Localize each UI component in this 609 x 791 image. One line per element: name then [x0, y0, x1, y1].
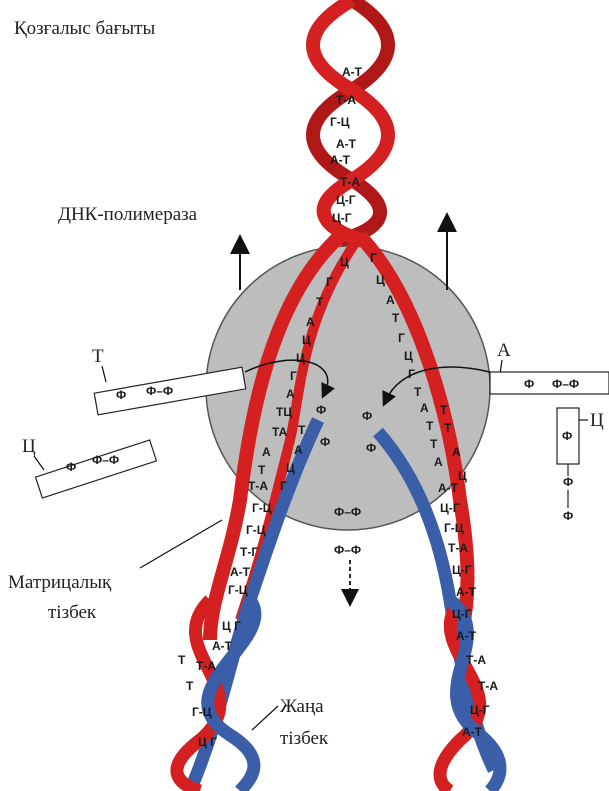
right-fork-base-7: Т: [414, 385, 422, 399]
right-fork-partner-0: Ф: [362, 409, 372, 423]
right-lower-pair-1: Ц-Г: [440, 501, 460, 515]
left-fork-base-9: ТА: [272, 425, 288, 439]
left-fork-base-3: А: [306, 315, 315, 329]
left-bottom-pair-0: Ц Г: [222, 619, 241, 633]
left-fork-partner-4: Ц: [286, 461, 295, 475]
right-fork-base-2: А: [386, 293, 395, 307]
nucleotide-t-phosphate-1: Ф: [116, 388, 126, 402]
left-fork-base-1: Г: [326, 275, 333, 289]
nucleotide-c-left-phosphate-chain: Ф–Ф: [92, 453, 119, 467]
right-bottom-pair-2: Т-А: [466, 653, 486, 667]
nucleotide-a-box: [490, 372, 609, 394]
right-fork-partner-3: Т: [444, 421, 452, 435]
nucleotide-t-label: Т: [92, 346, 104, 367]
left-fork-base-6: Г: [290, 369, 297, 383]
template-strand-label-line2: тізбек: [48, 602, 97, 623]
left-fork-partner-5: Г: [280, 479, 287, 493]
right-fork-base-1: Ц: [376, 273, 385, 287]
right-fork-partner-1: Ф: [366, 441, 376, 455]
left-lower-pair-0: Т-А: [248, 479, 268, 493]
new-strand-pointer: [252, 706, 278, 730]
nucleotide-a-label: А: [497, 340, 511, 361]
left-lower-pair-4: А-Т: [230, 565, 251, 579]
left-lower-pair-5: Г-Ц: [228, 583, 248, 597]
left-bottom-pair-4: Т: [186, 679, 194, 693]
top-pair-4: А-Т: [330, 153, 351, 167]
left-fork-base-0: Ц: [340, 255, 349, 269]
left-fork-base-4: Ц: [302, 333, 311, 347]
nucleotide-a-phosphate-1: Ф: [524, 377, 534, 391]
right-fork-partner-5: Ц: [458, 469, 467, 483]
incoming-nucleotide-c-left: Ц Ф Ф–Ф: [22, 436, 156, 498]
right-bottom-pair-5: А-Т: [462, 725, 483, 739]
nucleotide-c-right-phosphate-1: Ф: [562, 429, 572, 443]
polymerase-label: ДНК-полимераза: [58, 204, 198, 225]
right-lower-pair-3: Т-А: [448, 541, 468, 555]
released-phosphates-2: Ф–Ф: [334, 543, 361, 557]
right-fork-partner-4: А: [452, 445, 461, 459]
right-lower-pair-5: А-Т: [456, 585, 477, 599]
new-strand-label-line1: Жаңа: [280, 696, 324, 717]
template-strand-label-line1: Матрицалық: [8, 572, 112, 593]
top-pair-1: Т-А: [336, 93, 356, 107]
right-lower-pair-4: Ц-Г: [452, 563, 472, 577]
top-pair-7: Ц-Г: [332, 211, 352, 225]
right-bottom-pair-1: А-Т: [456, 629, 477, 643]
right-bottom-pair-4: Ц-Г: [470, 703, 490, 717]
top-pair-5: Т-А: [340, 175, 360, 189]
left-fork-base-8: ТЦ: [276, 405, 292, 419]
left-bottom-pair-1: А-Т: [212, 639, 233, 653]
right-fork-base-4: Г: [398, 331, 405, 345]
left-fork-base-10: А: [262, 445, 271, 459]
top-pair-2: Г-Ц: [330, 115, 350, 129]
nucleotide-c-left-phosphate-1: Ф: [66, 460, 76, 474]
left-lower-pair-1: Г-Ц: [252, 501, 272, 515]
left-fork-base-2: Т: [316, 295, 324, 309]
left-fork-partner-3: А: [294, 443, 303, 457]
left-lower-pair-3: Т-Г: [240, 545, 258, 559]
right-fork-base-5: Ц: [404, 349, 413, 363]
template-strand-pointer: [140, 520, 222, 568]
top-pair-3: А-Т: [336, 137, 357, 151]
right-fork-partner-2: Т: [440, 403, 448, 417]
nucleotide-a-phosphate-chain: Ф–Ф: [552, 377, 579, 391]
left-fork-base-7: А: [286, 387, 295, 401]
nucleotide-t-phosphate-chain: Ф–Ф: [146, 384, 173, 398]
incoming-nucleotide-c-right: Ц Ф Ф Ф: [557, 408, 604, 523]
left-lower-pair-2: Г-Ц: [246, 523, 266, 537]
right-fork-base-11: А: [434, 455, 443, 469]
left-fork-base-5: Ц: [296, 351, 305, 365]
right-lower-pair-0: А-Т: [438, 481, 459, 495]
left-bottom-pair-6: Ц Г: [198, 735, 217, 749]
top-pair-0: А-Т: [342, 65, 363, 79]
right-fork-base-3: Т: [392, 311, 400, 325]
new-strand-label-line2: тізбек: [280, 728, 329, 749]
nucleotide-c-right-phosphate-3: Ф: [563, 509, 573, 523]
right-fork-base-10: Т: [430, 437, 438, 451]
top-pair-6: Ц-Г: [336, 193, 356, 207]
right-lower-pair-2: Г-Ц: [444, 521, 464, 535]
left-bottom-pair-5: Г-Ц: [192, 705, 212, 719]
nucleotide-c-left-label: Ц: [22, 436, 36, 457]
nucleotide-c-left-box: [36, 440, 157, 498]
right-bottom-pair-3: Т-А: [478, 679, 498, 693]
nucleotide-c-right-phosphate-2: Ф: [563, 475, 573, 489]
left-fork-base-11: Т: [258, 463, 266, 477]
right-bottom-pair-0: Ц-Г: [452, 607, 472, 621]
left-bottom-pair-2: Т-А: [196, 659, 216, 673]
left-fork-partner-1: Ф: [320, 435, 330, 449]
left-bottom-pair-3: Т: [178, 653, 186, 667]
right-fork-base-0: Г: [370, 251, 377, 265]
nucleotide-c-right-label: Ц: [590, 410, 604, 431]
right-fork-base-8: А: [420, 401, 429, 415]
right-fork-base-9: Т: [426, 419, 434, 433]
direction-label: Қозғалыс бағыты: [14, 18, 155, 39]
released-phosphates-1: Ф–Ф: [334, 505, 361, 519]
left-fork-partner-0: Ф: [316, 403, 326, 417]
left-fork-partner-2: Т: [298, 423, 306, 437]
